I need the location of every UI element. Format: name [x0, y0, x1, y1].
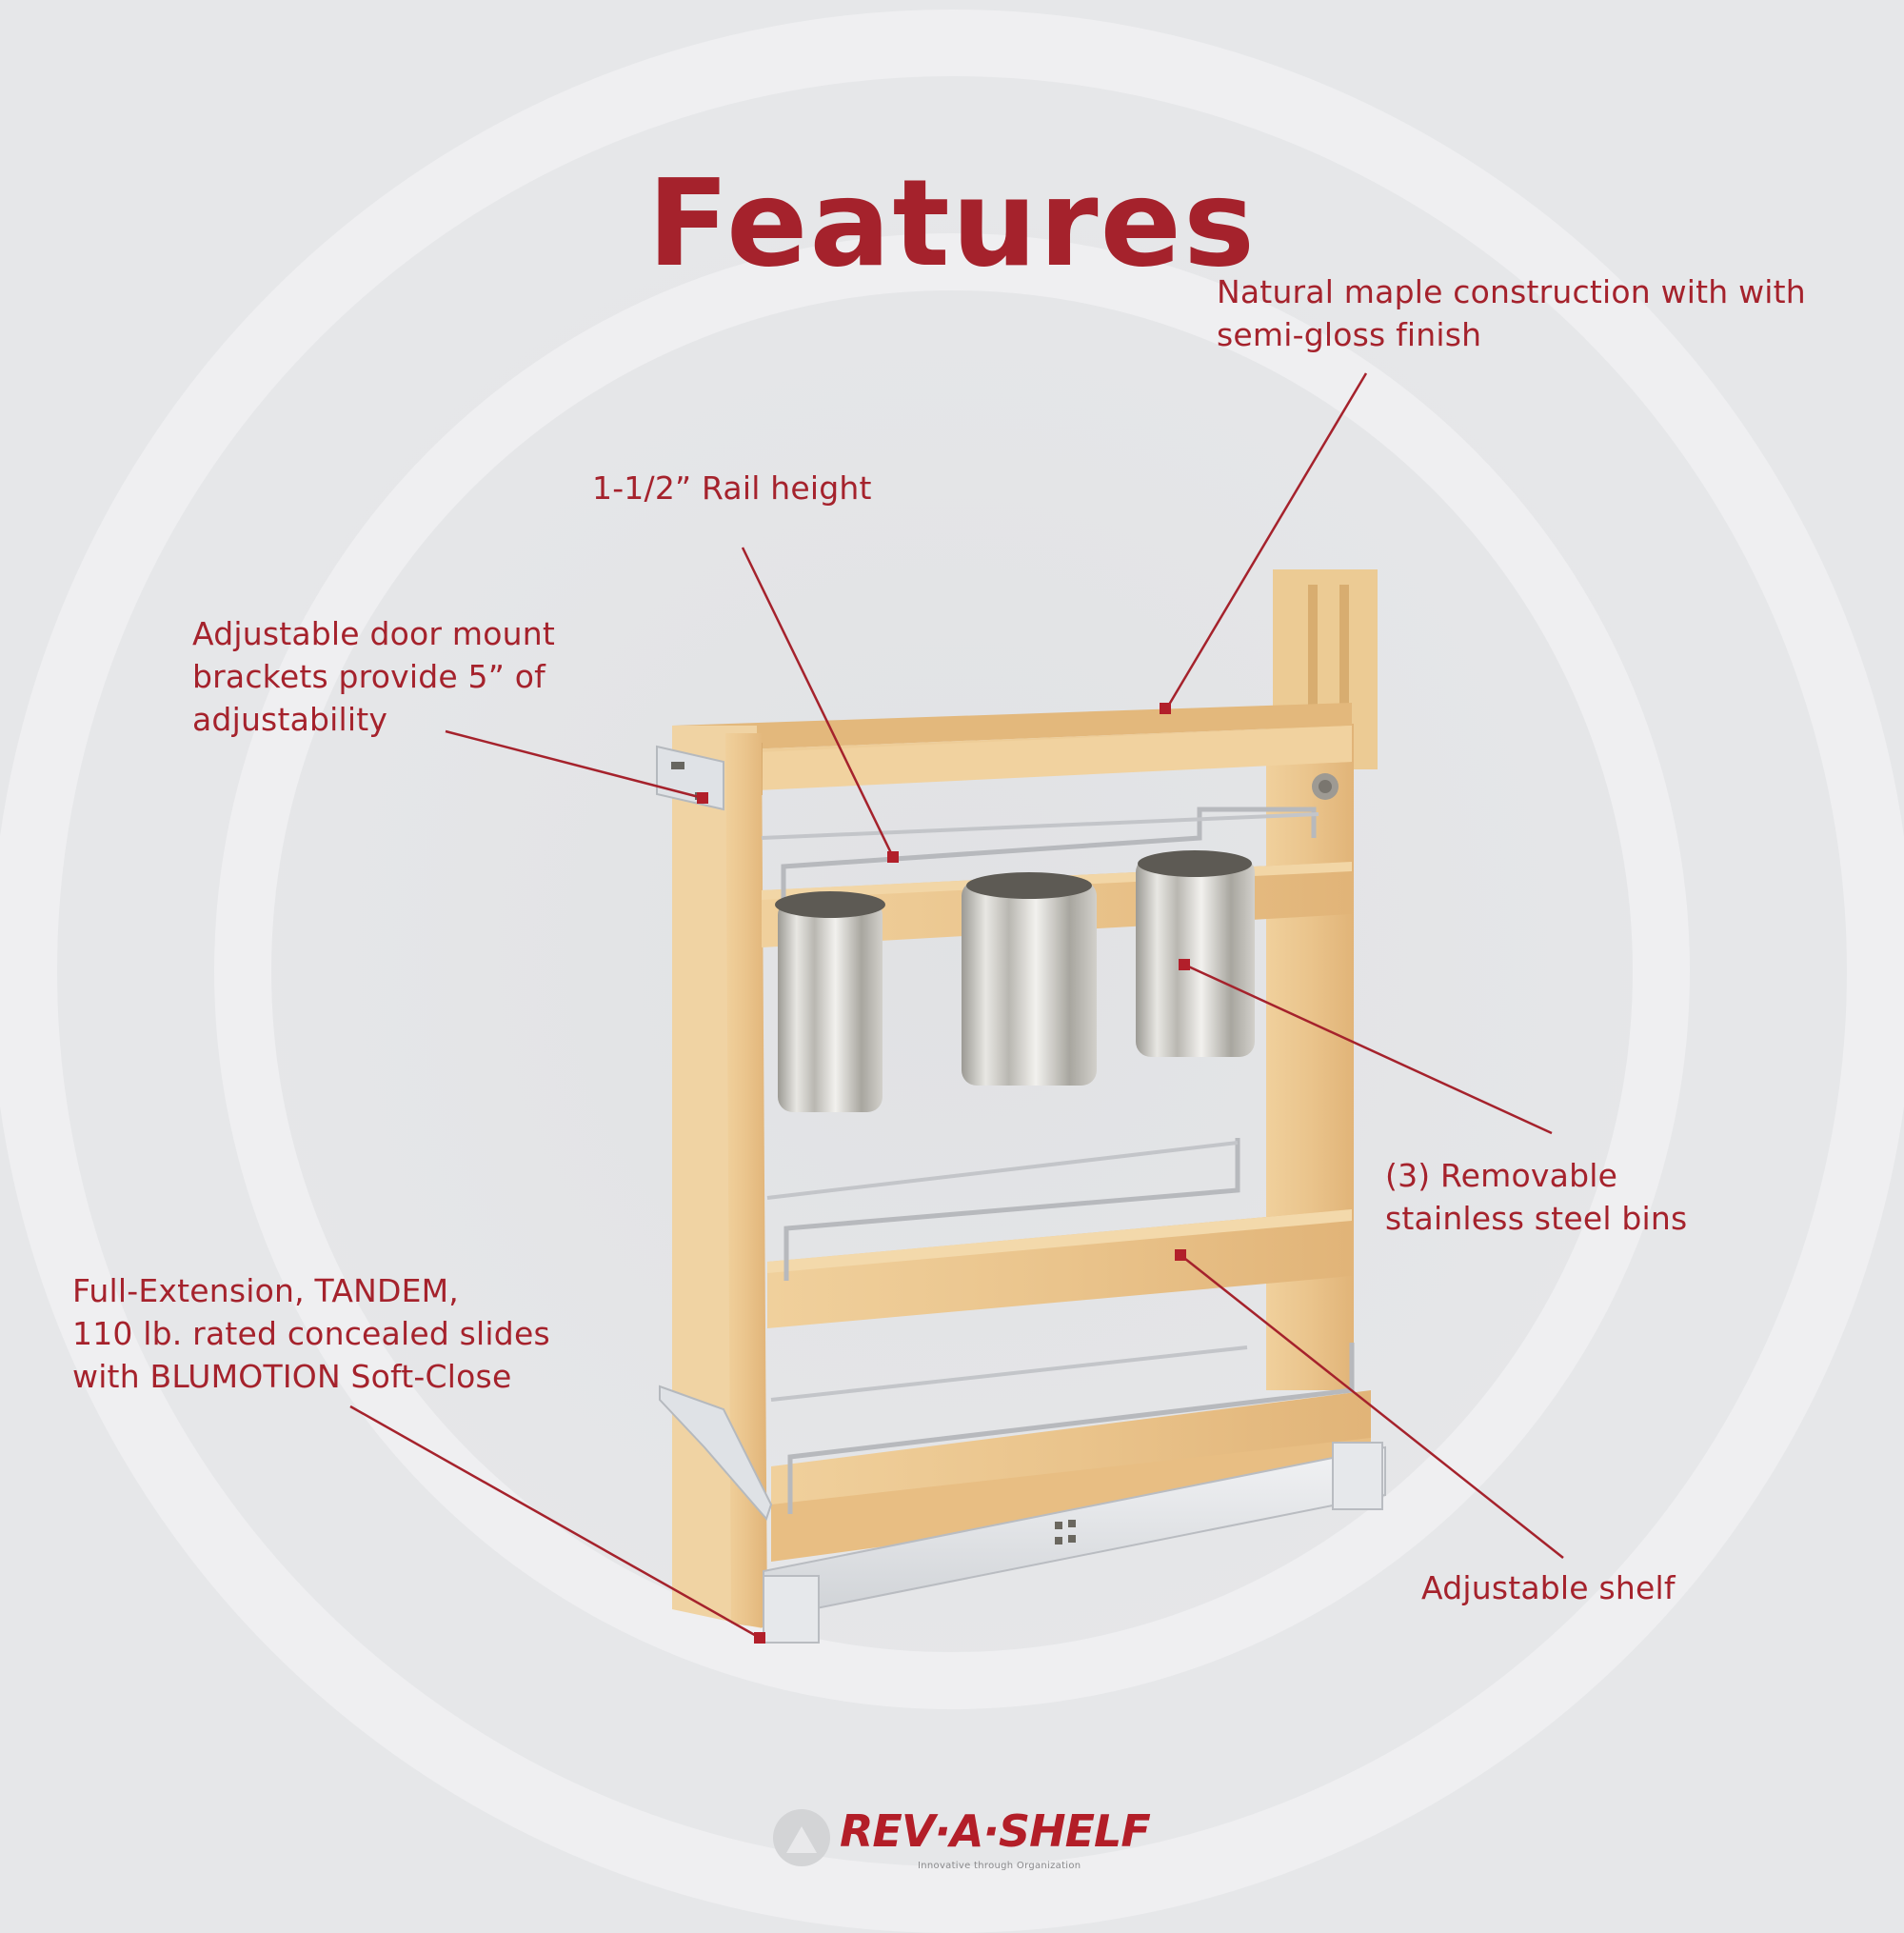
callout-line: 110 lb. rated concealed slides	[72, 1315, 550, 1352]
leader-brackets	[445, 729, 704, 800]
bin-1	[775, 891, 885, 1112]
page-title: Features	[647, 153, 1257, 294]
callout-line: Full-Extension, TANDEM,	[72, 1272, 459, 1309]
bottom-tray	[770, 1343, 1371, 1562]
callout-leaders	[349, 372, 1564, 1644]
concealed-slide	[763, 1442, 1386, 1644]
brand-logo: REV·A·SHELF Innovative through Organizat…	[773, 1803, 1151, 1880]
callout-concealed-slides: Full-Extension, TANDEM, 110 lb. rated co…	[72, 1269, 550, 1398]
leader-rail	[741, 547, 895, 858]
callout-line: adjustability	[192, 701, 388, 738]
callout-line: with BLUMOTION Soft-Close	[72, 1358, 512, 1395]
door-mount-bracket-bottom	[659, 1385, 773, 1521]
callout-removable-bins: (3) Removable stainless steel bins	[1385, 1154, 1687, 1240]
callout-maple-construction: Natural maple construction with with sem…	[1217, 270, 1806, 356]
callout-line: semi-gloss finish	[1217, 316, 1482, 353]
top-rail	[672, 703, 1352, 795]
callout-line: brackets provide 5” of	[192, 658, 545, 695]
stainless-bins	[775, 850, 1255, 1112]
logo-wordmark: REV·A·SHELF	[840, 1805, 1151, 1857]
callout-line: Adjustable door mount	[192, 615, 555, 652]
callout-door-mount-brackets: Adjustable door mount brackets provide 5…	[192, 612, 555, 741]
bin-2	[962, 872, 1097, 1086]
callout-line: 1-1/2” Rail height	[592, 469, 872, 507]
adjustable-shelf	[766, 1138, 1352, 1328]
leader-maple	[1164, 372, 1368, 710]
callout-line: Natural maple construction with with	[1217, 273, 1806, 310]
logo-tagline: Innovative through Organization	[918, 1861, 1081, 1871]
callout-line: Adjustable shelf	[1421, 1569, 1676, 1606]
leader-shelf	[1180, 1254, 1564, 1559]
callout-rail-height: 1-1/2” Rail height	[592, 467, 872, 509]
leader-slides	[349, 1405, 761, 1640]
bin-3	[1136, 850, 1255, 1057]
callout-line: (3) Removable	[1385, 1157, 1618, 1194]
logo-emblem-icon	[773, 1809, 830, 1866]
callout-adjustable-shelf: Adjustable shelf	[1421, 1566, 1676, 1609]
callout-line: stainless steel bins	[1385, 1200, 1688, 1237]
leader-bins	[1183, 963, 1553, 1135]
